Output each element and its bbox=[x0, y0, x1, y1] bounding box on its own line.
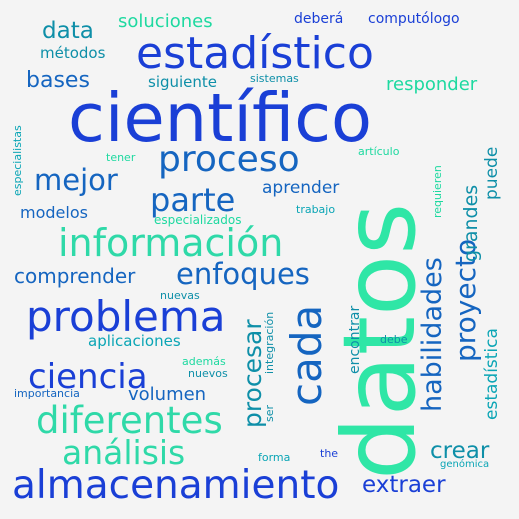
word-metodos: métodos bbox=[40, 44, 106, 62]
word-forma: forma bbox=[258, 451, 291, 464]
word-ademas: además bbox=[182, 355, 226, 368]
word-debera: deberá bbox=[294, 11, 344, 27]
word-estadistica: estadística bbox=[482, 328, 502, 420]
word-especializados: especializados bbox=[154, 213, 242, 227]
word-habilidades: habilidades bbox=[417, 257, 448, 412]
word-problema: problema bbox=[26, 292, 226, 341]
word-grandes: grandes bbox=[460, 184, 482, 262]
word-enfoques: enfoques bbox=[176, 257, 310, 291]
word-volumen: volumen bbox=[128, 384, 207, 405]
word-requieren: requieren bbox=[431, 165, 444, 218]
word-integracion: integración bbox=[263, 311, 276, 374]
word-puede: puede bbox=[482, 146, 502, 200]
word-encontrar: encontrar bbox=[347, 305, 363, 374]
word-estadistico: estadístico bbox=[136, 28, 374, 79]
word-debe: debe bbox=[380, 333, 408, 346]
word-tener: tener bbox=[106, 151, 136, 164]
word-mejor: mejor bbox=[34, 163, 118, 197]
word-genomica: genómica bbox=[440, 459, 490, 470]
word-especialistas: especialistas bbox=[11, 125, 24, 196]
word-proceso: proceso bbox=[158, 139, 300, 180]
word-procesar: procesar bbox=[238, 319, 267, 428]
word-siguiente: siguiente bbox=[148, 73, 218, 91]
word-cientifico: científico bbox=[68, 79, 373, 157]
word-aplicaciones: aplicaciones bbox=[88, 332, 181, 350]
word-importancia: importancia bbox=[14, 387, 80, 400]
word-aprender: aprender bbox=[262, 178, 340, 198]
word-the: the bbox=[320, 447, 339, 460]
word-cada: cada bbox=[282, 304, 331, 406]
word-trabajo: trabajo bbox=[296, 203, 336, 216]
word-nuevas: nuevas bbox=[160, 289, 200, 302]
word-parte: parte bbox=[150, 181, 236, 219]
word-soluciones: soluciones bbox=[118, 11, 213, 32]
word-analisis: análisis bbox=[62, 433, 186, 472]
word-extraer: extraer bbox=[362, 472, 446, 498]
word-modelos: modelos bbox=[20, 203, 88, 222]
word-comprender: comprender bbox=[14, 264, 136, 288]
word-diferentes: diferentes bbox=[36, 399, 223, 442]
word-nuevos: nuevos bbox=[188, 367, 228, 380]
word-sistemas: sistemas bbox=[250, 72, 299, 85]
word-bases: bases bbox=[26, 68, 90, 93]
word-almacenamiento: almacenamiento bbox=[12, 463, 340, 508]
word-data: data bbox=[42, 18, 94, 44]
word-crear: crear bbox=[430, 438, 490, 464]
word-responder: responder bbox=[386, 74, 478, 95]
word-ciencia: ciencia bbox=[28, 357, 148, 397]
word-ser: ser bbox=[263, 404, 276, 422]
word-informacion: información bbox=[58, 221, 284, 265]
word-computologo: computólogo bbox=[368, 11, 460, 27]
word-articulo: artículo bbox=[358, 145, 400, 158]
